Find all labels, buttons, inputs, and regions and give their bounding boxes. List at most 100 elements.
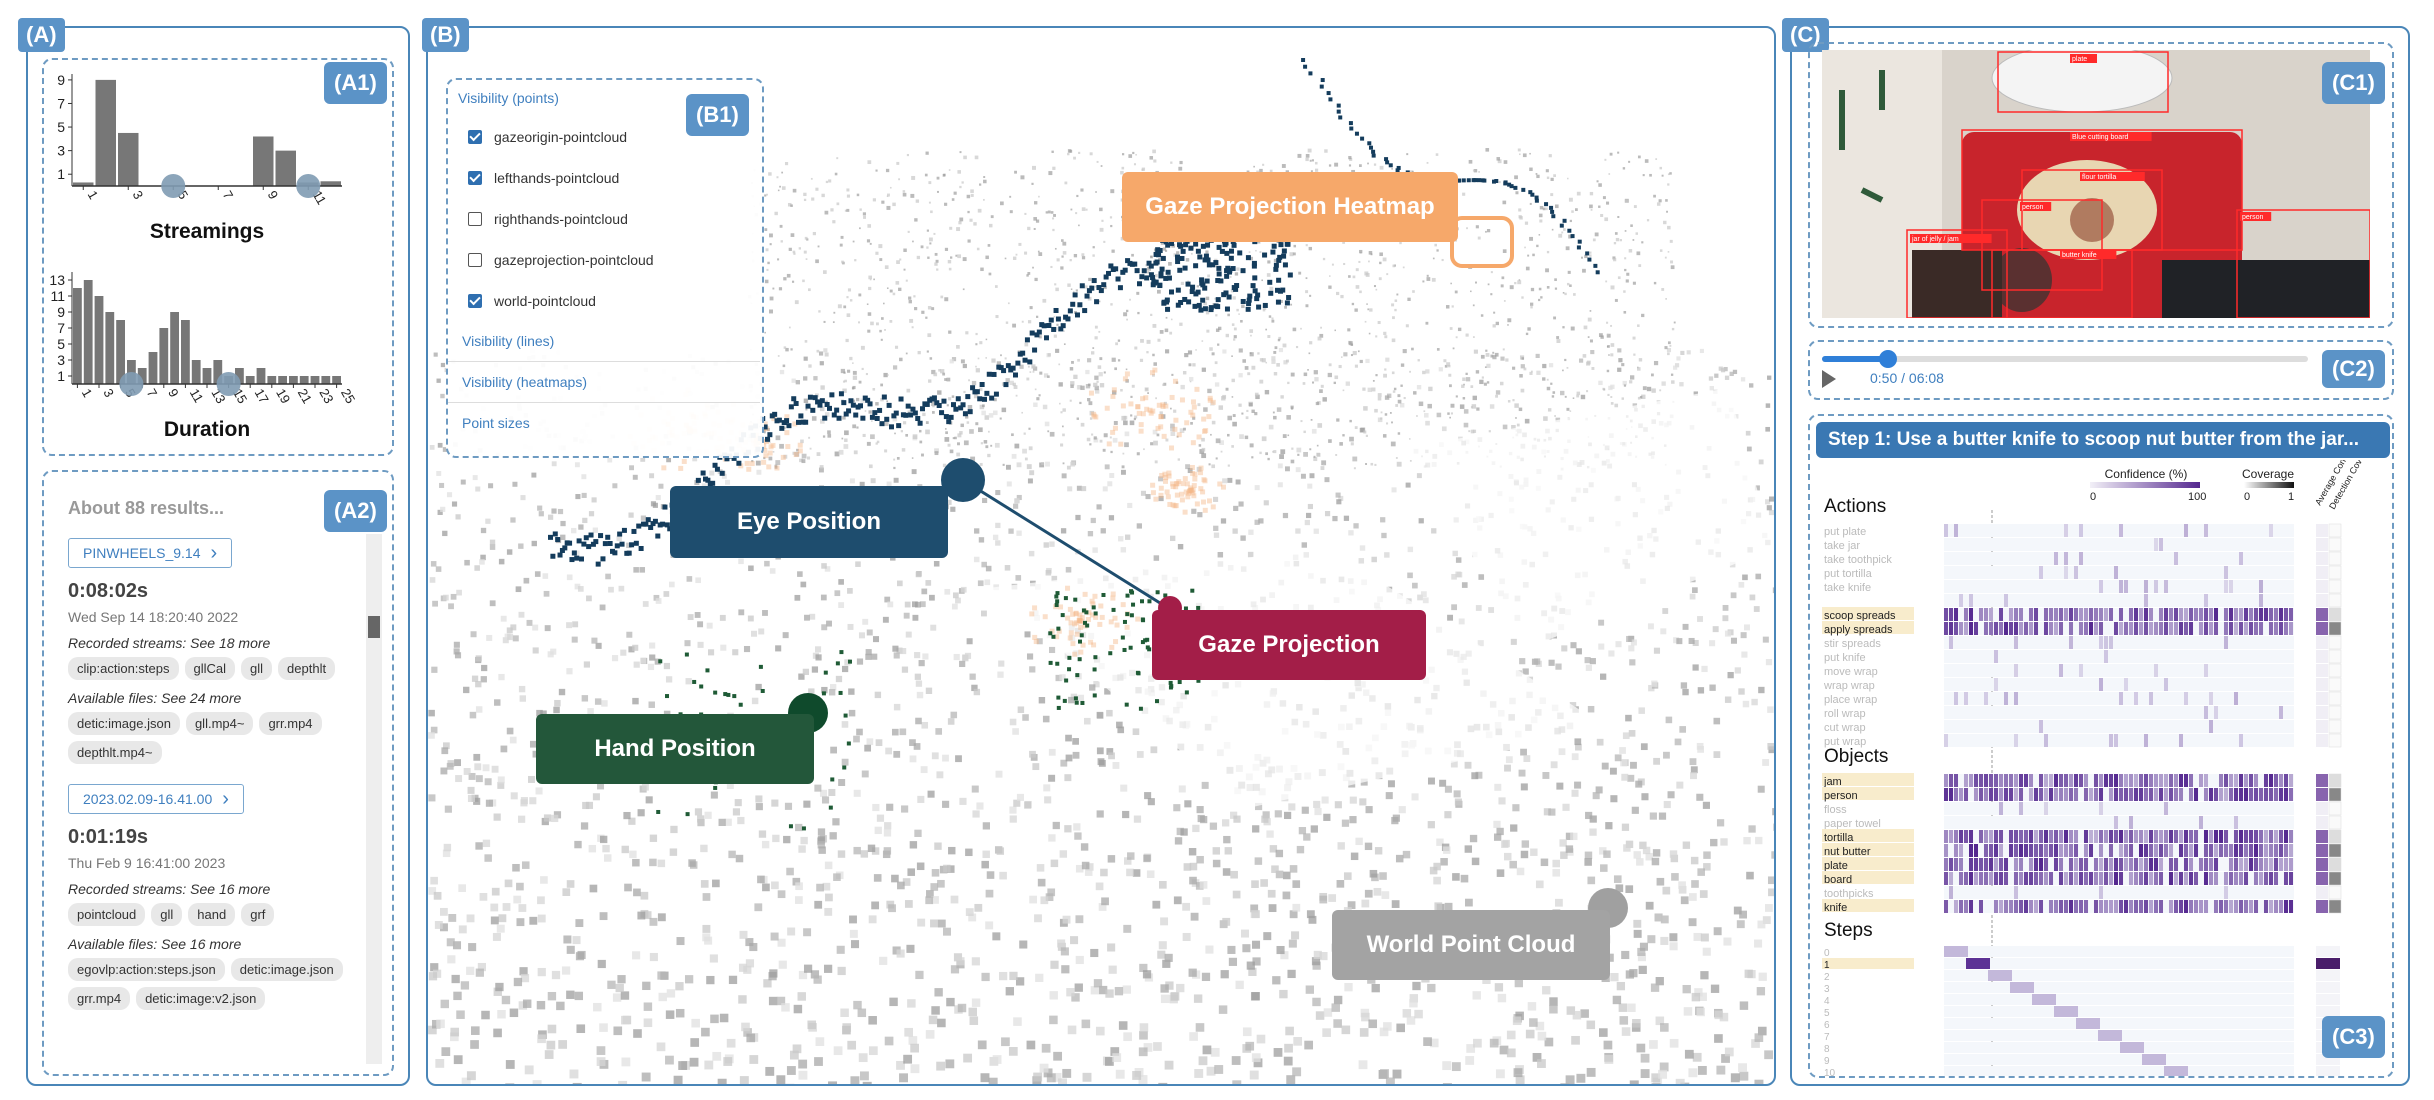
file-chip[interactable]: depthlt.mp4~	[68, 741, 162, 764]
recording-open-button[interactable]: 2023.02.09-16.41.00›	[68, 784, 244, 814]
results-scrollbar-thumb[interactable]	[368, 616, 380, 638]
world-point	[1124, 857, 1132, 865]
file-chip[interactable]: grr.mp4	[259, 712, 322, 735]
world-point	[1090, 517, 1096, 524]
gaze-origin-point	[917, 420, 923, 426]
world-point	[1192, 824, 1200, 833]
world-point	[1046, 1073, 1056, 1083]
world-point	[764, 228, 768, 232]
world-point	[1297, 153, 1302, 158]
a1-tag: (A1)	[324, 62, 387, 104]
file-chip[interactable]: detic:image.json	[230, 958, 343, 981]
world-point	[1227, 415, 1232, 421]
world-point	[1518, 407, 1523, 412]
world-point	[1146, 339, 1151, 344]
file-chip[interactable]: egovlp:action:steps.json	[68, 958, 225, 981]
y-tick-label: 7	[57, 320, 65, 336]
file-chip[interactable]: gll.mp4~	[185, 712, 254, 735]
recording-open-button[interactable]: PINWHEELS_9.14›	[68, 538, 233, 568]
world-point	[1651, 1082, 1661, 1084]
file-chip[interactable]: detic:image.json	[68, 712, 180, 735]
recorded-streams-link[interactable]: Recorded streams: See 18 more	[68, 635, 271, 651]
world-point	[1699, 890, 1708, 898]
heatmap-point	[1158, 414, 1164, 420]
world-point	[1665, 298, 1667, 300]
gaze-origin-point	[1198, 307, 1204, 313]
world-point	[1699, 348, 1704, 354]
world-point	[1013, 385, 1018, 389]
stream-chip[interactable]: clip:action:steps	[68, 657, 179, 680]
world-point	[1421, 591, 1427, 597]
world-point	[732, 808, 741, 816]
heatmap-point	[1156, 402, 1162, 408]
world-point	[446, 762, 454, 770]
gaze-origin-point	[1205, 242, 1211, 248]
world-point	[1308, 915, 1317, 924]
world-point	[643, 1002, 653, 1011]
world-point	[1608, 650, 1615, 657]
world-point	[1392, 1069, 1402, 1079]
world-point	[1283, 1056, 1293, 1066]
world-point	[1359, 798, 1367, 806]
world-point	[792, 188, 797, 193]
gaze-origin-point	[879, 421, 885, 427]
world-point	[1235, 479, 1241, 485]
world-point	[582, 517, 588, 524]
world-point	[1278, 348, 1284, 353]
world-point	[1105, 989, 1114, 998]
world-point	[574, 583, 581, 590]
heatmap-point	[1217, 481, 1223, 487]
stream-chip[interactable]: pointcloud	[68, 903, 146, 926]
world-point	[626, 542, 632, 549]
heatmap-point	[1118, 441, 1124, 447]
world-point	[1227, 313, 1230, 317]
world-point	[572, 936, 581, 945]
world-point	[1049, 646, 1056, 654]
stream-chip[interactable]: gll	[151, 903, 183, 926]
stream-chip[interactable]: gllCal	[184, 657, 236, 680]
world-point	[871, 847, 880, 855]
world-point	[963, 1053, 973, 1063]
world-point	[1214, 361, 1218, 365]
available-files-link[interactable]: Available files: See 24 more	[68, 690, 242, 706]
heatmap-point	[763, 453, 769, 459]
world-point	[1598, 205, 1601, 208]
stream-chip[interactable]: depthlt	[278, 657, 336, 680]
stream-chip[interactable]: hand	[188, 903, 236, 926]
gaze-origin-point	[548, 534, 553, 540]
gaze-origin-point	[822, 415, 828, 421]
gaze-origin-point	[881, 394, 887, 400]
world-point	[1249, 256, 1254, 261]
file-chip[interactable]: grr.mp4	[68, 987, 131, 1010]
world-point	[700, 844, 708, 853]
world-point	[784, 162, 789, 166]
duration-histogram[interactable]: 135791113135791113151719212325Duration	[50, 262, 370, 442]
world-point	[1606, 369, 1610, 373]
world-point	[519, 967, 528, 976]
stream-chip[interactable]: gll	[241, 657, 273, 680]
world-point	[887, 193, 890, 197]
file-chip[interactable]: detic:image:v2.json	[136, 987, 266, 1010]
world-point	[538, 511, 544, 517]
heatmap-point	[1143, 395, 1149, 401]
world-point	[1246, 961, 1255, 970]
world-point	[1639, 942, 1648, 951]
recorded-streams-link[interactable]: Recorded streams: See 16 more	[68, 881, 271, 897]
world-point	[1679, 382, 1684, 387]
world-point	[921, 721, 929, 729]
world-point	[838, 579, 844, 585]
recording-card-1[interactable]: PINWHEELS_9.14› 0:08:02s Wed Sep 14 18:2…	[68, 538, 348, 764]
world-point	[807, 1020, 817, 1030]
world-point	[902, 878, 911, 886]
world-point	[486, 634, 493, 641]
stream-chip[interactable]: grf	[241, 903, 275, 926]
world-point	[1364, 320, 1367, 323]
world-point	[834, 172, 838, 176]
recording-card-2[interactable]: 2023.02.09-16.41.00› 0:01:19s Thu Feb 9 …	[68, 784, 348, 1010]
world-point	[1666, 348, 1672, 353]
results-scrollbar[interactable]	[366, 534, 382, 1064]
world-point	[800, 439, 804, 444]
world-point	[816, 452, 821, 456]
available-files-link[interactable]: Available files: See 16 more	[68, 936, 242, 952]
